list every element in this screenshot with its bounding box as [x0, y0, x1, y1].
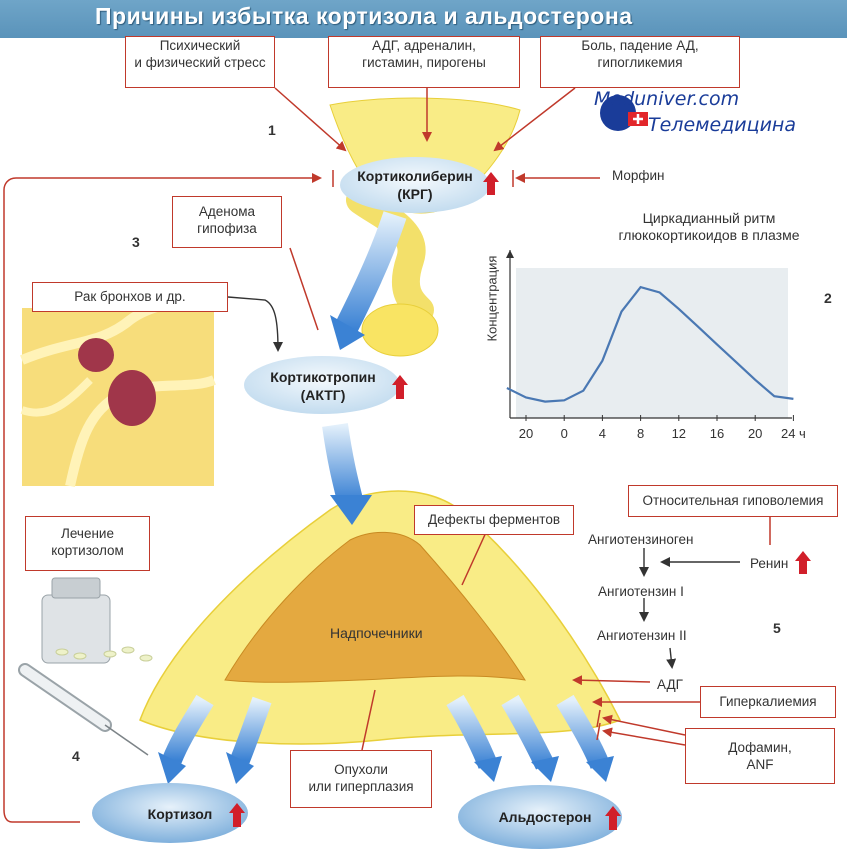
watermark-line1: Meduniver.com: [594, 88, 739, 110]
tumor-1: [78, 338, 114, 372]
x-tick-label: 4: [599, 426, 606, 441]
x-tick-label: 20: [519, 426, 533, 441]
number-4: 4: [72, 748, 80, 764]
number-5: 5: [773, 620, 781, 636]
x-tick-label: 20: [748, 426, 762, 441]
angiotensinogen-label: Ангиотензиноген: [588, 531, 693, 548]
number-3: 3: [132, 234, 140, 250]
title-bar: Причины избытка кортизола и альдостерона: [0, 0, 847, 38]
enzymes-box: Дефекты ферментов: [414, 505, 574, 535]
angiotensin1-label: Ангиотензин I: [598, 583, 684, 600]
adh2-label: АДГ: [657, 676, 683, 693]
page-title: Причины избытка кортизола и альдостерона: [95, 3, 633, 30]
x-tick-label: 16: [710, 426, 724, 441]
x-ticks: 20 0 4 8 12 16 20 24 ч: [519, 415, 806, 441]
hypovolemia-box: Относительная гиповолемия: [628, 485, 838, 517]
arrow-cancer: [228, 297, 278, 350]
stress-box: Психический и физический стресс: [125, 36, 275, 88]
cortisol-label: Кортизол: [130, 805, 230, 823]
x-tick-label: 24 ч: [781, 426, 806, 441]
adrenals-label: Надпочечники: [330, 625, 423, 642]
syringe-image: [25, 670, 148, 755]
chart-ylabel: Концентрация: [484, 239, 501, 359]
angiotensin2-label: Ангиотензин II: [597, 627, 687, 644]
acth-label: Кортикотропин (АКТГ): [258, 368, 388, 404]
flow-acth-adrenal: [335, 425, 350, 500]
bottle-image: [42, 595, 110, 663]
adh-box: АДГ, адреналин, гистамин, пирогены: [328, 36, 520, 88]
circadian-chart: 20 0 4 8 12 16 20 24 ч: [506, 250, 806, 441]
pain-box: Боль, падение АД, гипогликемия: [540, 36, 740, 88]
number-2: 2: [824, 290, 832, 306]
dopamine-box: Дофамин, ANF: [685, 728, 835, 784]
adenoma-line: [290, 248, 318, 330]
renin-up-arrow: [795, 551, 811, 574]
chart-title: Циркадианный ритм глюкокортикоидов в пла…: [604, 210, 814, 244]
tumors-box: Опухоли или гиперплазия: [290, 750, 432, 808]
cancer-box: Рак бронхов и др.: [32, 282, 228, 312]
crh-label: Кортиколиберин (КРГ): [345, 167, 485, 203]
hyperkalemia-box: Гиперкалиемия: [700, 686, 836, 718]
watermark-line2: Телемедицина: [648, 114, 796, 136]
treatment-box: Лечение кортизолом: [25, 516, 150, 571]
x-tick-label: 8: [637, 426, 644, 441]
x-tick-label: 12: [672, 426, 686, 441]
morphine-label: Морфин: [612, 167, 665, 184]
number-1: 1: [268, 122, 276, 138]
tumor-2: [108, 370, 156, 426]
renin-label: Ренин: [750, 555, 788, 572]
adenoma-box: Аденома гипофиза: [172, 196, 282, 248]
aldosterone-label: Альдостерон: [490, 808, 600, 826]
arrow-ang-3: [670, 648, 672, 667]
pituitary-gland: [362, 304, 438, 356]
x-tick-label: 0: [561, 426, 568, 441]
